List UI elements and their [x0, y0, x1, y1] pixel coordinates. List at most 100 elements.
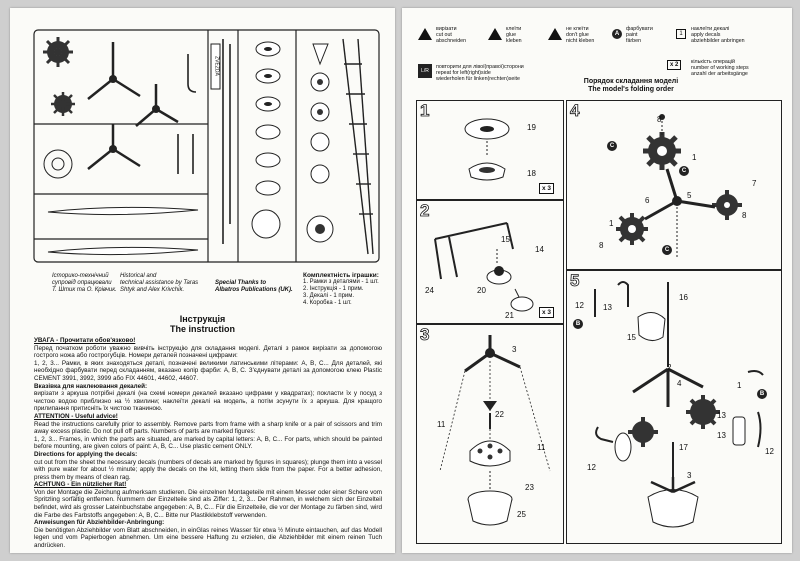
part-label: 16 — [679, 293, 688, 302]
step-4-drawing — [616, 114, 742, 257]
legend-text: apply decals — [691, 32, 721, 38]
part-label: 18 — [527, 169, 536, 178]
contents-item: 4. Коробка - 1 шт. — [303, 300, 352, 306]
part-label: 22 — [495, 410, 504, 419]
sprue-code: ZVEZDA — [214, 56, 220, 76]
legend-text: number of working steps — [691, 65, 749, 71]
part-label: 12 — [765, 447, 774, 456]
legend-text: kleben — [506, 38, 522, 44]
step-1-drawing — [464, 118, 510, 181]
credit-line: Shtyk and Alex Krivchik. — [120, 287, 185, 293]
part-label: 8 — [657, 115, 662, 124]
legend-paint: фарбувати paint färben — [626, 26, 653, 44]
step-1-panel: 1 19 18 x 3 — [416, 100, 564, 200]
part-label: 13 — [717, 431, 726, 440]
decal-icon: 1 — [676, 29, 686, 39]
part-label: 5 — [687, 191, 692, 200]
part-label: 19 — [527, 123, 536, 132]
instruction-paragraph: Вказівка для наклеювання декалей: — [34, 382, 148, 390]
step-number: 3 — [420, 325, 430, 345]
legend-text: наклеїти декалі — [691, 26, 730, 32]
section-heading: ATTENTION - Useful advice! — [34, 412, 118, 420]
contents-item: 3. Декалі - 1 прим. — [303, 293, 355, 299]
instruction-sheet-left: ZVEZDA — [10, 8, 395, 553]
step-number: 2 — [420, 201, 430, 221]
step-number: 4 — [570, 101, 580, 121]
symbols-legend: вирізати cut out abschneiden клеїти glue… — [416, 26, 776, 96]
legend-text: не клеїти — [566, 26, 589, 32]
part-label: 12 — [575, 301, 584, 310]
credit-line: Історико-технічний — [52, 273, 109, 279]
legend-cut: вирізати cut out abschneiden — [436, 26, 466, 44]
paint-icon: A — [612, 29, 622, 39]
legend-text: фарбувати — [626, 26, 653, 32]
legend-text: повторити для лівої(правої)сторони — [436, 64, 524, 70]
legend-text: abschneiden — [436, 38, 467, 44]
part-label: 2 — [667, 363, 672, 372]
part-label: 24 — [425, 286, 434, 295]
step-5-panel: 5 — [566, 270, 782, 544]
steps-count-icon: x 2 — [667, 60, 682, 70]
part-label: 14 — [535, 245, 544, 254]
legend-noglue: не клеїти don't glue nicht kleben — [566, 26, 594, 44]
legend-text: вирізати — [436, 26, 457, 32]
instruction-title: Інструкція The instruction — [10, 314, 395, 334]
instruction-paragraph: cut out from the sheet the necessary dec… — [34, 458, 382, 481]
instruction-title-en: The instruction — [170, 324, 235, 334]
credit-line: Special Thanks to — [215, 280, 267, 286]
credit-line: супровід опрацювали — [52, 280, 112, 286]
instruction-paragraph: Von der Montage die Zeichung aufmerksam … — [34, 488, 382, 519]
contents-item: 2. Інструкція - 1 прим. — [303, 286, 364, 292]
instruction-paragraph: Directions for applying the decals: — [34, 450, 138, 458]
part-label: 8 — [599, 241, 604, 250]
legend-text: кількість операцій — [691, 59, 735, 65]
part-label: 15 — [501, 235, 510, 244]
contents-item: 1. Рамки з деталями - 1 шт. — [303, 279, 379, 285]
instruction-paragraph: Die benötigten Abziehbilder vom Blatt ab… — [34, 526, 382, 550]
folding-order-title: Порядок складання моделі The model's fol… — [566, 78, 696, 94]
instruction-paragraph: Read the instructions carefully prior to… — [34, 420, 382, 436]
section-heading: ACHTUNG - Ein nützlicher Rat! — [34, 481, 127, 489]
instruction-paragraph: 1, 2, 3... Рамки, в яких знаходяться дет… — [34, 359, 382, 382]
instruction-paragraph: Перед початком роботи уважно вивчіть інс… — [34, 344, 382, 360]
sprue-frame-drawing: ZVEZDA — [33, 29, 380, 263]
part-label: 4 — [677, 379, 682, 388]
step-2-drawing — [434, 222, 534, 312]
paint-color-badge: C — [679, 166, 689, 176]
legend-text: anzahl der arbeitsgänge — [691, 71, 748, 77]
legend-text: repeat for left(right)side — [436, 70, 491, 76]
legend-text: färben — [626, 38, 642, 44]
part-label: 25 — [517, 510, 526, 519]
instruction-title-ua: Інструкція — [179, 314, 226, 324]
paint-color-badge: C — [607, 141, 617, 151]
part-label: 1 — [609, 219, 614, 228]
step-number: 5 — [570, 271, 580, 291]
part-label: 7 — [752, 179, 757, 188]
credits-ukrainian: Історико-технічний супровід опрацювали Т… — [52, 273, 132, 294]
step-4-panel: 4 8 C — [566, 100, 782, 270]
legend-text: wiederholen für linken(rechten)seite — [436, 76, 520, 82]
credits-thanks: Special Thanks to Albatros Publications … — [215, 280, 300, 294]
part-label: 6 — [645, 196, 650, 205]
repeat-side-icon: L/R — [418, 64, 432, 78]
legend-glue: клеїти glue kleben — [506, 26, 522, 44]
legend-text: paint — [626, 32, 638, 38]
legend-text: abziehbilder anbringen — [691, 38, 745, 44]
part-label: 17 — [679, 443, 688, 452]
part-label: 20 — [477, 286, 486, 295]
instruction-paragraph: 1, 2, 3... Frames, in which the parts ar… — [34, 435, 382, 451]
part-label: 15 — [627, 333, 636, 342]
part-label: 3 — [687, 471, 692, 480]
order-title-ua: Порядок складання моделі — [583, 78, 679, 85]
paint-color-badge: B — [757, 389, 767, 399]
instruction-paragraph: Anweisungen für Abziehbilder-Anbringung: — [34, 519, 165, 527]
legend-steps: кількість операцій number of working ste… — [691, 59, 749, 77]
step-3-panel: 3 3 11 22 11 23 25 — [416, 324, 564, 544]
legend-text: glue — [506, 32, 517, 38]
credit-line: Historical and — [120, 273, 157, 279]
section-heading: УВАГА - Прочитати обов'язково! — [34, 337, 136, 344]
instruction-sheet-right: вирізати cut out abschneiden клеїти glue… — [402, 8, 792, 553]
part-label: 1 — [692, 153, 697, 162]
credits-english: Historical and technical assistance by T… — [120, 273, 205, 294]
part-label: 3 — [512, 345, 517, 354]
